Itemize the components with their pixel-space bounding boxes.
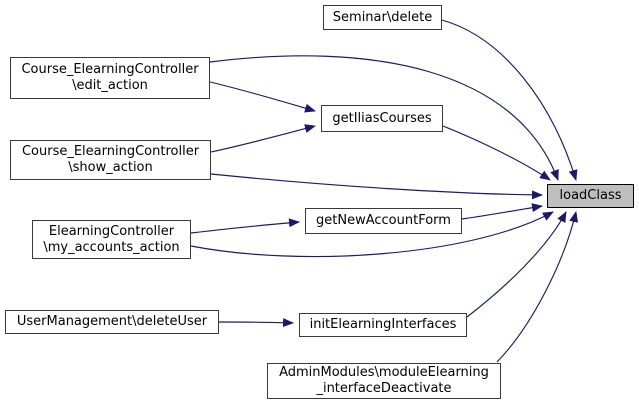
- node-label: _interfaceDeactivate: [316, 381, 452, 396]
- edge-edit-action-to-get-ilias-courses: [209, 81, 316, 113]
- node-label: Course_ElearningController: [21, 62, 199, 77]
- node-label: getIliasCourses: [332, 110, 432, 126]
- edge-delete-user-to-init-elearning-interfaces: [218, 318, 294, 328]
- node-user-management-delete-user[interactable]: UserManagement\deleteUser: [5, 310, 219, 334]
- node-course-elearning-edit-action[interactable]: Course_ElearningController \edit_action: [10, 57, 210, 99]
- node-label: \my_accounts_action: [43, 239, 180, 255]
- edge-seminar-delete-to-load-class: [441, 19, 578, 181]
- node-label: \show_action: [68, 160, 153, 175]
- node-label: \edit_action: [72, 78, 148, 93]
- node-init-elearning-interfaces[interactable]: initElearningInterfaces: [299, 313, 467, 337]
- node-get-ilias-courses[interactable]: getIliasCourses: [321, 105, 443, 132]
- node-elearning-my-accounts-action[interactable]: ElearningController \my_accounts_action: [32, 220, 191, 259]
- node-admin-modules-interface-deactivate[interactable]: AdminModules\moduleElearning _interfaceD…: [267, 363, 501, 399]
- edge-my-accounts-action-to-load-class: [190, 211, 554, 258]
- edge-admin-modules-to-load-class: [496, 211, 579, 363]
- edge-my-accounts-action-to-get-new-account-form: [190, 218, 300, 234]
- edge-show-action-to-load-class: [210, 173, 543, 200]
- node-label: ElearningController: [48, 223, 175, 239]
- node-label: loadClass: [559, 188, 622, 203]
- node-course-elearning-show-action[interactable]: Course_ElearningController \show_action: [10, 140, 211, 180]
- edge-init-elearning-interfaces-to-load-class: [466, 211, 567, 318]
- node-label: UserManagement\deleteUser: [16, 314, 208, 329]
- node-label: getNewAccountForm: [316, 213, 451, 228]
- edge-show-action-to-get-ilias-courses: [210, 124, 316, 153]
- node-label: AdminModules\moduleElearning: [279, 365, 489, 380]
- node-seminar-delete[interactable]: Seminar\delete: [323, 5, 442, 30]
- node-label: Seminar\delete: [332, 9, 433, 25]
- edge-get-new-account-form-to-load-class: [461, 203, 543, 220]
- node-label: initElearningInterfaces: [309, 317, 457, 332]
- node-get-new-account-form[interactable]: getNewAccountForm: [305, 208, 462, 234]
- node-label: Course_ElearningController: [21, 144, 200, 159]
- edge-get-ilias-courses-to-load-class: [442, 125, 551, 181]
- node-load-class: loadClass: [547, 184, 634, 208]
- edge-edit-action-to-load-class: [209, 55, 559, 181]
